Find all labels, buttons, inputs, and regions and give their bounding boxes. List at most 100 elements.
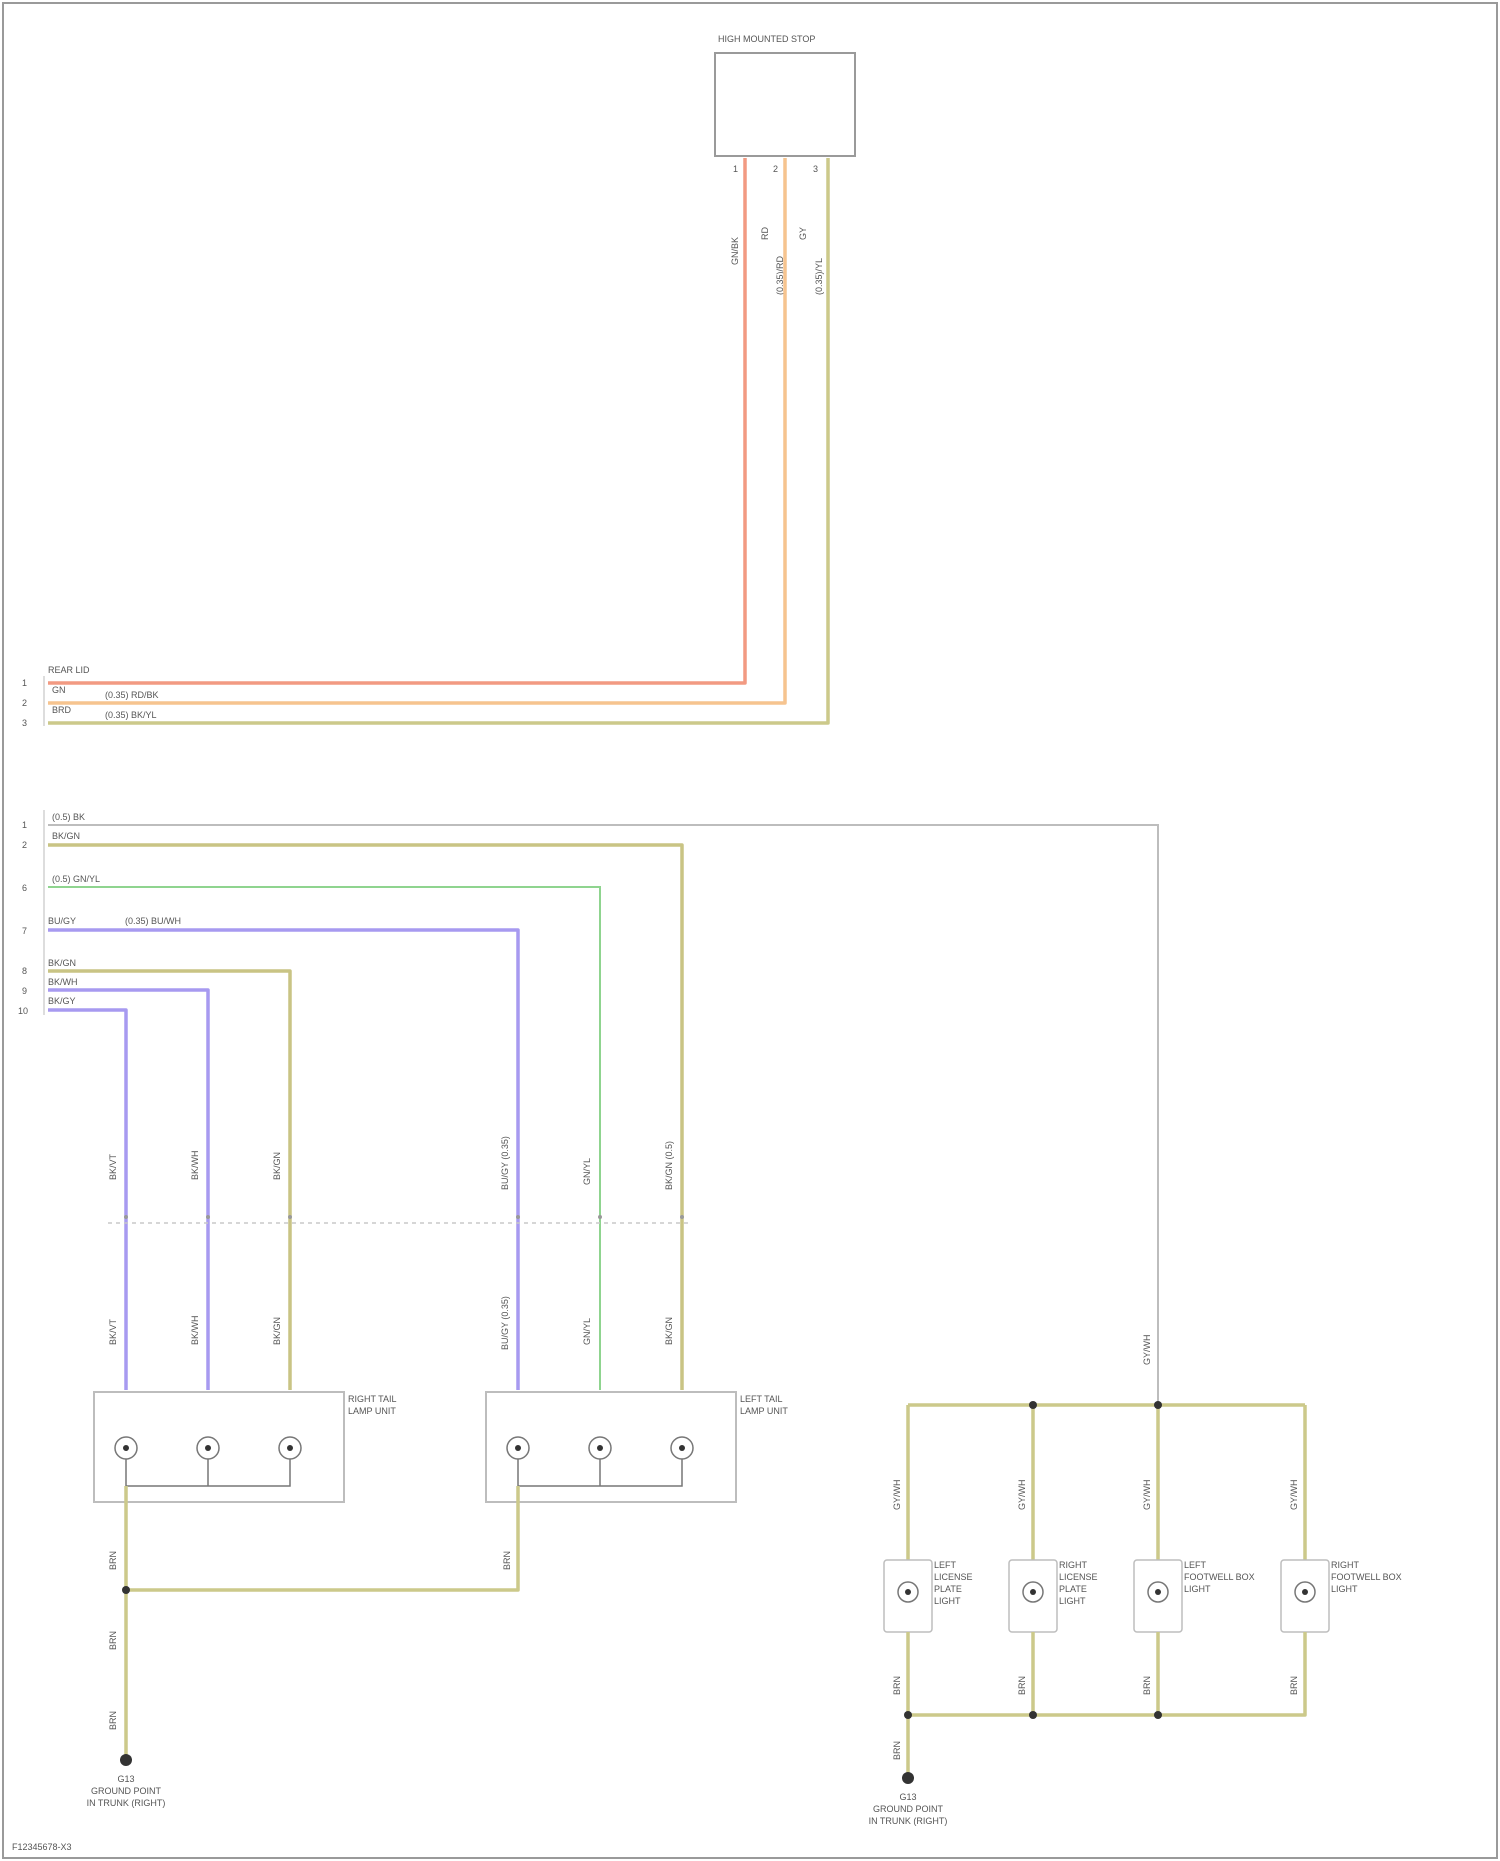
row-code-8: BK/GN — [48, 958, 76, 968]
lamp-feed-label-1: GY/WH — [892, 1480, 902, 1511]
ground-left-id: G13 — [117, 1774, 134, 1784]
svg-text:PLATE: PLATE — [934, 1584, 962, 1594]
svg-text:LIGHT: LIGHT — [1331, 1584, 1358, 1594]
svg-text:FOOTWELL BOX: FOOTWELL BOX — [1184, 1572, 1255, 1582]
module-title: HIGH MOUNTED STOP — [718, 34, 815, 44]
wire-purple-7 — [48, 930, 518, 1390]
row-pin-7: 7 — [22, 926, 27, 936]
row-pin-6: 6 — [22, 883, 27, 893]
rear-lid-code-1: GN — [52, 685, 66, 695]
rear-lid-title: REAR LID — [48, 665, 90, 675]
lamp-ground-label-2: BRN — [1017, 1676, 1027, 1695]
ground-left-line1: GROUND POINT — [91, 1786, 162, 1796]
ground-label-left-2: BRN — [108, 1631, 118, 1650]
ground-wire-left — [126, 1486, 518, 1757]
vlabel-upper-6: BK/GN (0.5) — [664, 1141, 674, 1190]
row-code-1: (0.5) BK — [52, 812, 85, 822]
row-pin-1: 1 — [22, 820, 27, 830]
lamp-feed-label-4: GY/WH — [1289, 1480, 1299, 1511]
row-code-9: BK/WH — [48, 977, 78, 987]
rear-lid-pin-2: 2 — [22, 698, 27, 708]
row-pin-10: 10 — [18, 1006, 28, 1016]
row-desc-7: (0.35) BU/WH — [125, 916, 181, 926]
module-pin-1: 1 — [733, 164, 738, 174]
rear-lid-desc-2: (0.35) BK/YL — [105, 710, 157, 720]
svg-text:LEFT: LEFT — [934, 1560, 957, 1570]
high-mounted-stop-module: HIGH MOUNTED STOP 1 2 3 — [715, 34, 855, 174]
ground-right-line1: GROUND POINT — [873, 1804, 944, 1814]
svg-text:PLATE: PLATE — [1059, 1584, 1087, 1594]
row-pin-9: 9 — [22, 986, 27, 996]
lamp-ground-label-1: BRN — [892, 1676, 902, 1695]
rear-lid-pin-3: 3 — [22, 718, 27, 728]
ground-left-line2: IN TRUNK (RIGHT) — [87, 1798, 166, 1808]
lamp-ground-label-3: BRN — [1142, 1676, 1152, 1695]
ground-label-right-1: BRN — [502, 1551, 512, 1570]
lower-left-header: 1 (0.5) BK 2 BK/GN 6 (0.5) GN/YL 7 BU/GY… — [18, 810, 181, 1016]
svg-text:LICENSE: LICENSE — [1059, 1572, 1098, 1582]
wire-purple-9 — [48, 990, 208, 1390]
rear-lid-header: REAR LID 1 GN (0.35) RD/BK 2 BRD (0.35) … — [22, 665, 159, 728]
ground-icon — [120, 1754, 132, 1766]
ground-label-left-3: BRN — [108, 1711, 118, 1730]
left-footwell-box-light: LEFT FOOTWELL BOX LIGHT — [1134, 1560, 1255, 1632]
inline-connector-pins — [124, 1215, 684, 1219]
wire-code-top-2: RD — [760, 227, 770, 240]
vlabel-lower-3: BK/GN — [272, 1317, 282, 1345]
module-box — [715, 53, 855, 156]
vlabel-upper-2: BK/WH — [190, 1150, 200, 1180]
module-pin-2: 2 — [773, 164, 778, 174]
left-license-plate-light: LEFT LICENSE PLATE LIGHT — [884, 1560, 973, 1632]
vlabel-upper-5: GN/YL — [582, 1158, 592, 1185]
wire-red — [48, 158, 745, 683]
wire-tan-top — [48, 158, 828, 723]
rear-feed-label: GY/WH — [1142, 1335, 1152, 1366]
left-tail-lamp-label-1: LEFT TAIL — [740, 1394, 783, 1404]
right-tail-lamp-label-2: LAMP UNIT — [348, 1406, 396, 1416]
vlabel-upper-4: BU/GY (0.35) — [500, 1136, 510, 1190]
vlabel-lower-2: BK/WH — [190, 1315, 200, 1345]
ground-down-label: BRN — [892, 1741, 902, 1760]
module-pin-3: 3 — [813, 164, 818, 174]
right-footwell-box-light: RIGHT FOOTWELL BOX LIGHT — [1281, 1560, 1402, 1632]
row-code-7: BU/GY — [48, 916, 76, 926]
left-tail-lamp-unit: LEFT TAIL LAMP UNIT — [486, 1392, 788, 1502]
wire-code-top-3: GY — [798, 227, 808, 240]
lamp-feed-label-2: GY/WH — [1017, 1480, 1027, 1511]
svg-text:LIGHT: LIGHT — [1184, 1584, 1211, 1594]
lamp-ground-label-4: BRN — [1289, 1676, 1299, 1695]
vlabel-upper-3: BK/GN — [272, 1152, 282, 1180]
wire-code-top-3b: (0.35)/YL — [814, 258, 824, 295]
rear-lid-code-2: BRD — [52, 705, 72, 715]
ground-right-line2: IN TRUNK (RIGHT) — [869, 1816, 948, 1826]
rear-lid-desc-1: (0.35) RD/BK — [105, 690, 159, 700]
ground-right-id: G13 — [899, 1792, 916, 1802]
wire-tan-2 — [48, 845, 682, 1390]
svg-text:FOOTWELL BOX: FOOTWELL BOX — [1331, 1572, 1402, 1582]
wire-orange — [48, 158, 785, 703]
svg-text:LIGHT: LIGHT — [1059, 1596, 1086, 1606]
svg-text:RIGHT: RIGHT — [1059, 1560, 1088, 1570]
row-pin-2: 2 — [22, 840, 27, 850]
vlabel-lower-4: BU/GY (0.35) — [500, 1296, 510, 1350]
wire-code-top-1: GN/BK — [730, 237, 740, 265]
row-pin-8: 8 — [22, 966, 27, 976]
rear-lid-pin-1: 1 — [22, 678, 27, 688]
lamp-feed-bus — [908, 1405, 1305, 1560]
row-code-6: (0.5) GN/YL — [52, 874, 100, 884]
ground-label-left-1: BRN — [108, 1551, 118, 1570]
lamp-feed-label-3: GY/WH — [1142, 1480, 1152, 1511]
ground-point-left: G13 GROUND POINT IN TRUNK (RIGHT) — [87, 1754, 166, 1808]
ground-icon — [902, 1772, 914, 1784]
wire-gray-long — [48, 825, 1158, 1405]
svg-text:LEFT: LEFT — [1184, 1560, 1207, 1570]
vlabel-lower-1: BK/VT — [108, 1318, 118, 1345]
lamp-ground-bus — [908, 1632, 1305, 1775]
svg-text:LIGHT: LIGHT — [934, 1596, 961, 1606]
row-code-10: BK/GY — [48, 996, 76, 1006]
vlabel-lower-5: GN/YL — [582, 1318, 592, 1345]
right-tail-lamp-label-1: RIGHT TAIL — [348, 1394, 397, 1404]
vlabel-lower-6: BK/GN — [664, 1317, 674, 1345]
right-tail-lamp-unit: RIGHT TAIL LAMP UNIT — [94, 1392, 397, 1502]
